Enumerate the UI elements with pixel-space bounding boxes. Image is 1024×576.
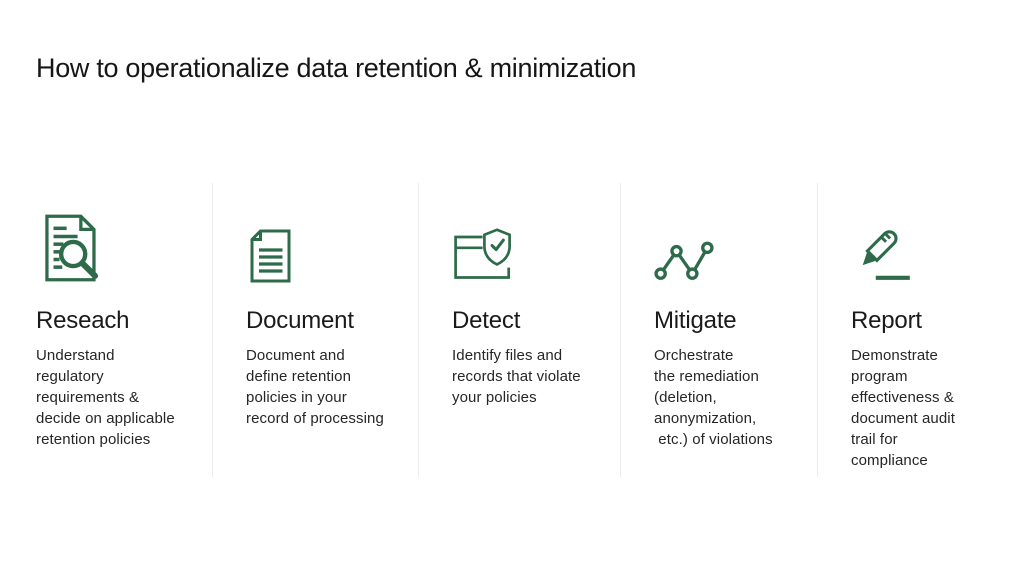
- steps-grid: Reseach Understand regulatory requiremen…: [36, 183, 988, 477]
- step-document: Document Document and define retention p…: [213, 183, 419, 477]
- step-heading: Mitigate: [654, 307, 737, 334]
- pencil-icon: [851, 183, 978, 283]
- step-research: Reseach Understand regulatory requiremen…: [36, 183, 213, 477]
- step-body: Understand regulatory requirements & dec…: [36, 346, 175, 448]
- shield-check-icon: [452, 183, 610, 283]
- step-mitigate: Mitigate Orchestrate the remediation (de…: [621, 183, 818, 477]
- step-heading: Reseach: [36, 307, 130, 334]
- step-detect: Detect Identify files and records that v…: [419, 183, 621, 477]
- page-title: How to operationalize data retention & m…: [36, 53, 637, 83]
- step-body: Orchestrate the remediation (deletion, a…: [654, 346, 773, 448]
- step-body: Identify files and records that violate …: [452, 346, 581, 406]
- document-icon: [246, 183, 408, 283]
- step-heading: Report: [851, 307, 922, 334]
- document-search-icon: [36, 183, 202, 283]
- step-heading: Detect: [452, 307, 521, 334]
- step-heading: Document: [246, 307, 354, 334]
- step-body: Demonstrate program effectiveness & docu…: [851, 346, 955, 469]
- line-chart-icon: [654, 183, 807, 283]
- step-body: Document and define retention policies i…: [246, 346, 384, 427]
- step-report: Report Demonstrate program effectiveness…: [818, 183, 988, 477]
